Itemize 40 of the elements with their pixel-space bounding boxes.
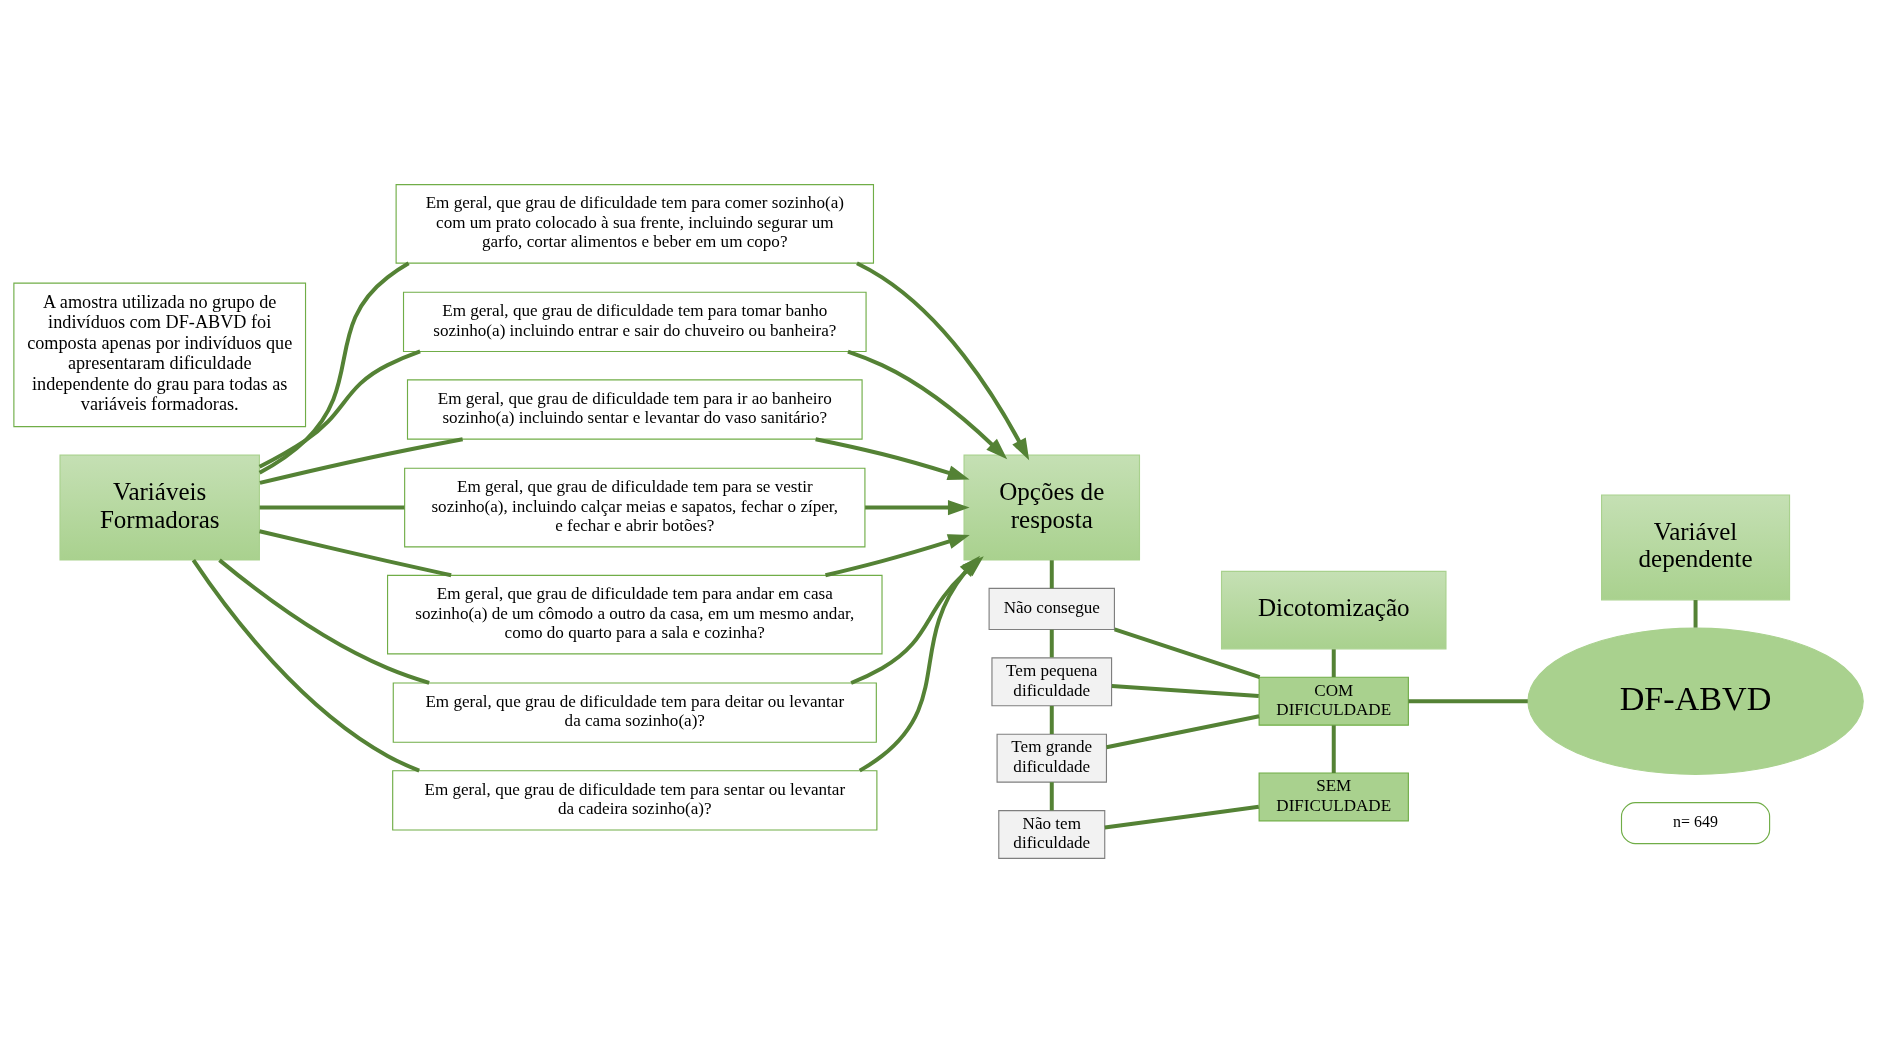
node-box: Tem pequena dificuldade (991, 656, 1113, 706)
node-box: Dicotomização (1220, 570, 1447, 649)
arrow (856, 261, 1030, 460)
node-box: Em geral, que grau de dificuldade tem para sentar ou levantar da cadeira sozinho(a)? (392, 769, 878, 831)
connector (1331, 724, 1336, 773)
arrow (858, 555, 981, 772)
connector (259, 505, 405, 510)
arrow (847, 349, 1008, 459)
node-box: Não consegue (988, 587, 1115, 630)
connector (1111, 683, 1259, 698)
node-box: Tem grande dificuldade (996, 733, 1107, 783)
connector (191, 558, 420, 772)
connector (1049, 781, 1054, 810)
arrow (865, 499, 970, 515)
node-box: Não tem dificuldade (998, 809, 1106, 859)
connector (1408, 698, 1528, 703)
node-box: COM DIFICULDADE (1258, 676, 1409, 726)
connector (258, 261, 410, 474)
connector (1049, 559, 1054, 588)
node-box: Variável dependente (1601, 493, 1791, 600)
connector (258, 349, 421, 468)
connector (1693, 599, 1698, 628)
connector (1049, 629, 1054, 657)
node-box: Em geral, que grau de dificuldade tem para deitar ou levantar da cama sozinho(a)? (392, 681, 877, 743)
node-box: Opções de resposta (963, 454, 1141, 561)
node-box: Em geral, que grau de dificuldade tem para se vestir sozinho(a), incluindo calçar meias e sapatos, fechar o zíper, e fechar e abrir botões? (404, 467, 866, 547)
node-box: Em geral, que grau de dificuldade tem para andar em casa sozinho(a) de um cômodo a outro da casa, em um mesmo andar, como do quarto para a sala e cozinha? (387, 574, 883, 654)
node-box: Em geral, que grau de dificuldade tem para tomar banho sozinho(a) incluindo entrar e sair do chuveiro ou banheira? (402, 291, 867, 352)
connector (1106, 713, 1260, 749)
node-box: SEM DIFICULDADE (1258, 771, 1409, 821)
connector (1331, 648, 1336, 677)
node-ellipse: DF-ABVD (1527, 627, 1864, 775)
node-box: A amostra utilizada no grupo de indivíduos com DF-ABVD foi composta apenas por indivíduos que apresentaram dificuldade independente do grau para todas as variáveis formadoras. (13, 282, 307, 427)
connector (1114, 626, 1261, 679)
connector (1049, 705, 1054, 734)
node-box: Em geral, que grau de dificuldade tem para ir ao banheiro sozinho(a) incluindo sentar e levantar do vaso sanitário? (406, 378, 863, 440)
node-box: Variáveis Formadoras (59, 454, 260, 561)
node-box: Em geral, que grau de dificuldade tem para comer sozinho(a) com um prato colocado à sua frente, incluindo segurar um garfo, cortar alimentos e beber em um copo? (395, 183, 875, 264)
node-label: n= 649 (1673, 812, 1718, 830)
connector (1104, 804, 1260, 829)
